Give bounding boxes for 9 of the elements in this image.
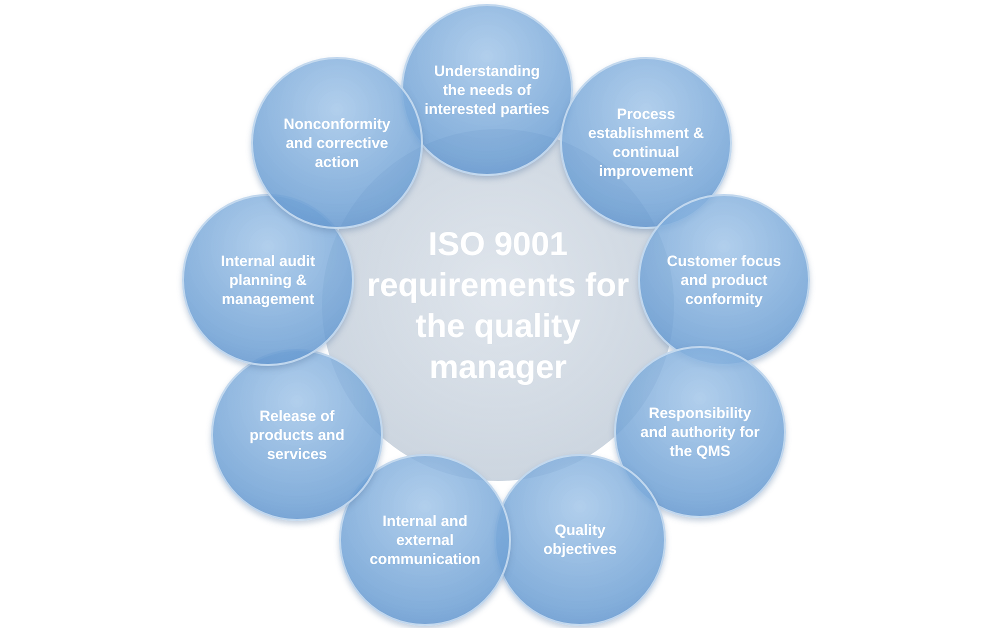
topic-label: Customer focus and product conformity (666, 252, 782, 308)
topic-label: Quality objectives (542, 521, 618, 559)
topic-label: Release of products and services (248, 406, 346, 464)
topic-label: Process establishment & continual improvement (587, 105, 705, 181)
topic-label: Nonconformity and corrective action (282, 114, 392, 172)
topic-label: Understanding the needs of interested parties (424, 62, 550, 118)
topic-label: Responsibility and authority for the QMS (639, 404, 761, 460)
topic-label: Internal audit planning & management (220, 252, 316, 308)
topic-label: Internal and external communication (368, 512, 482, 568)
